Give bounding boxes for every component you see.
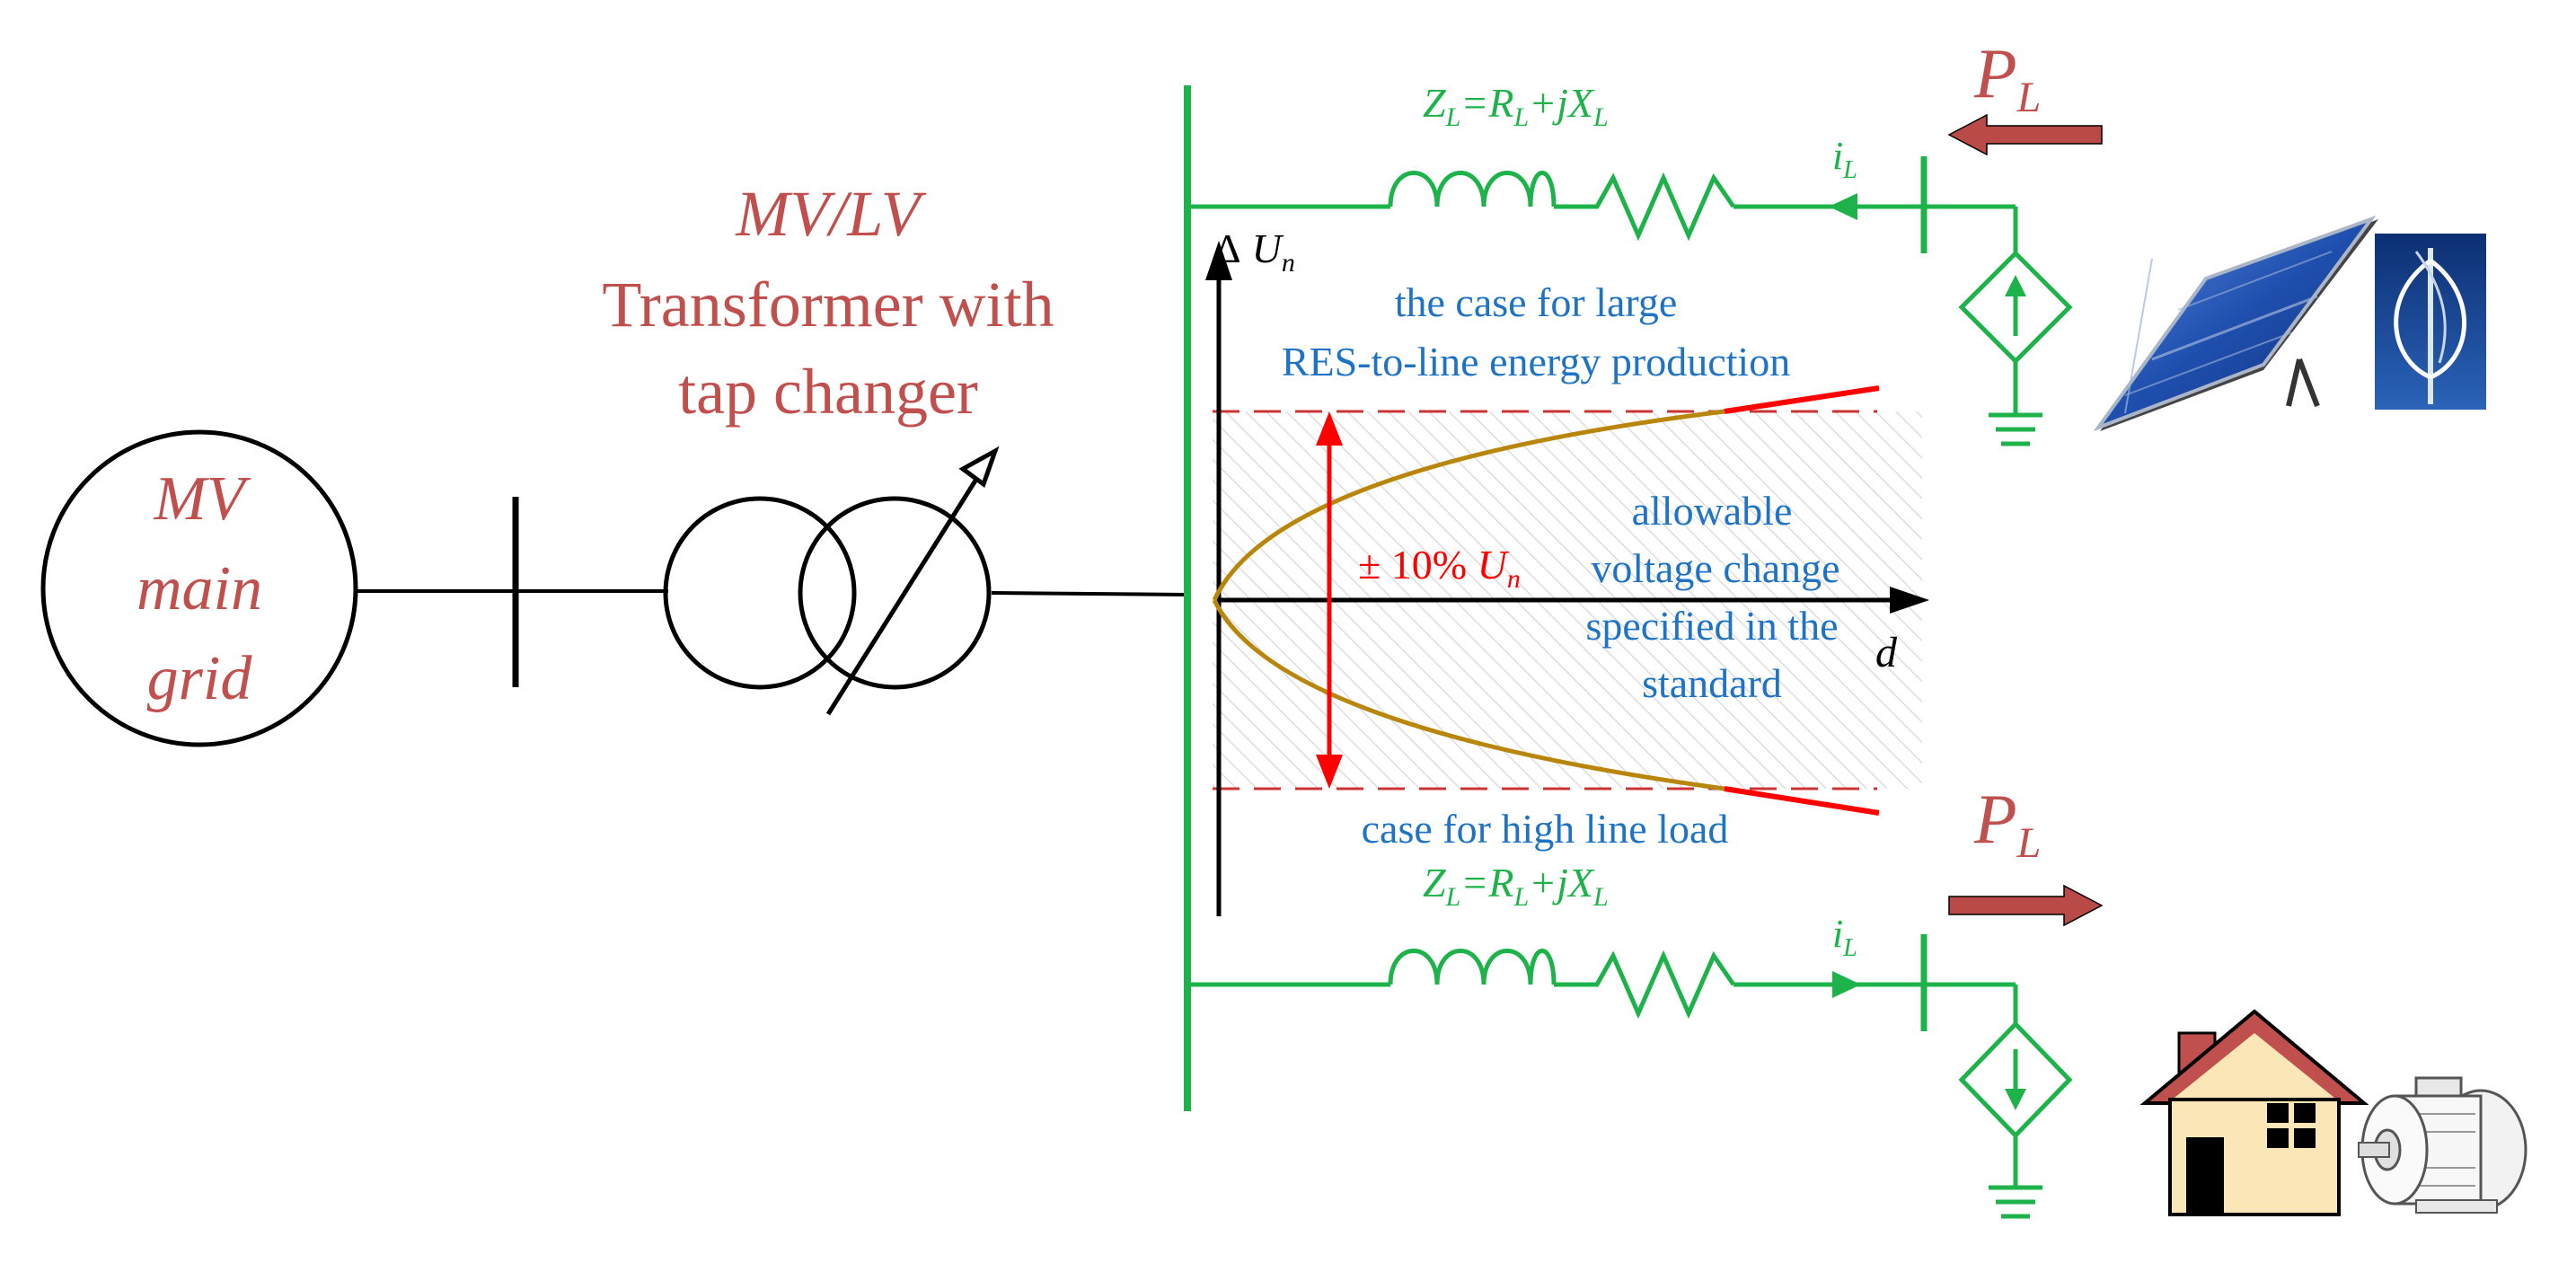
wind-turbine-icon [2375,234,2486,410]
voltage-profile-plot [1205,241,1929,916]
upper-violation-segment [1724,385,1880,414]
bottom-line-resistor-icon [1554,950,1736,1020]
grid-label-line1: MV [153,464,251,534]
band-percent-label: ± 10% Un [1358,542,1521,594]
bottom-branch [1187,934,2073,1219]
upper-profile-curve [1212,409,1725,602]
band-text-line3: specified in the [1585,603,1838,649]
tap-changer-arrow-icon [958,446,1000,489]
tolerance-arrow-up-icon [1316,411,1343,446]
top-ground-icon [1989,412,2042,446]
top-current-label: iL [1832,134,1857,184]
bottom-power-flow-arrow-icon [1948,884,2104,927]
tolerance-arrow-down-icon [1316,755,1343,789]
bottom-source-down-arrow-icon [2005,1089,2026,1110]
lower-profile-curve [1212,598,1725,791]
transformer-symbol [663,446,1000,716]
transformer-label-line3: tap changer [678,356,978,428]
house-icon [2139,1009,2369,1216]
top-source-up-arrow-icon [2005,275,2026,296]
grid-label-line2: main [137,554,262,623]
bottom-current-arrow-icon [1832,971,1861,998]
lower-violation-segment [1724,786,1880,816]
bottom-power-label: PL [1973,780,2041,867]
top-line-inductor-icon [1388,171,1557,208]
band-text-line2: voltage change [1591,545,1839,591]
bottom-impedance-label: ZL=RL+jXL [1423,860,1609,912]
y-axis-arrow-icon [1205,241,1232,280]
top-note-line1: the case for large [1395,279,1678,325]
bottom-note: case for high line load [1362,806,1729,852]
mv-grid-source: MV main grid [40,429,358,747]
top-branch [1187,156,2073,446]
top-power-label: PL [1973,34,2041,121]
mv-feeder-line [356,497,668,687]
top-note-line2: RES-to-line energy production [1282,339,1790,384]
top-power-flow-arrow-icon [1947,113,2103,156]
lv-connection-line [991,591,1188,596]
grid-label-line3: grid [147,644,253,713]
x-axis-label: d [1875,629,1898,676]
top-impedance-label: ZL=RL+jXL [1423,80,1609,132]
x-axis-arrow-icon [1890,587,1929,614]
bottom-current-label: iL [1832,912,1857,962]
electric-motor-icon [2358,1076,2527,1214]
bottom-line-inductor-icon [1388,949,1557,985]
top-line-resistor-icon [1554,172,1736,242]
band-text-line1: allowable [1632,488,1793,534]
bottom-ground-icon [1989,1185,2042,1219]
transformer-label-line2: Transformer with [602,269,1054,340]
transformer-label-line1: MV/LV [735,178,926,250]
band-text-line4: standard [1642,660,1782,706]
solar-panel-icon [2093,215,2378,432]
top-current-arrow-icon [1829,193,1857,220]
